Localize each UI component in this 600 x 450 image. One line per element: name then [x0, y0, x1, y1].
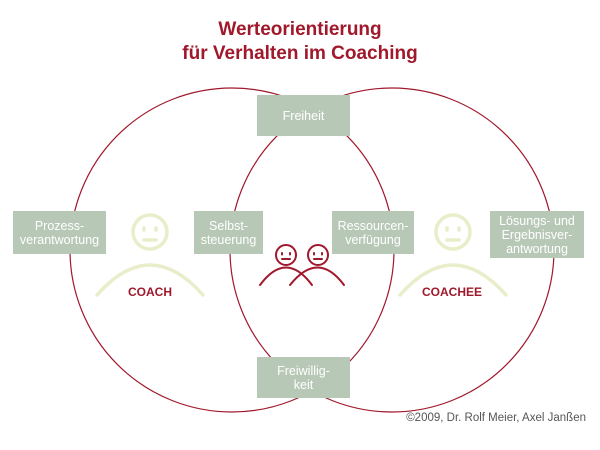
- loesung-label-line-1: Lösungs- und: [499, 213, 575, 228]
- freiwillig-label-line-1: Freiwillig-: [277, 363, 330, 378]
- freiwillig-label-line-2: keit: [293, 377, 314, 392]
- title-line-2: für Verhalten im Coaching: [182, 43, 418, 64]
- coachee-figure-icon: [398, 213, 508, 297]
- title-line-1: Werteorientierung: [218, 19, 382, 40]
- prozessverantwortung-box: Prozess- verantwortung: [13, 211, 106, 254]
- ressourcen-label-line-1: Ressourcen-: [337, 218, 409, 233]
- selbst-label-line-2: steuerung: [200, 232, 257, 247]
- coach-label: COACH: [128, 285, 172, 299]
- selbst-label-line-1: Selbst-: [209, 218, 248, 233]
- loesung-label-line-2: Ergebnisver-: [501, 227, 573, 242]
- coach-figure-icon: [95, 213, 205, 297]
- ressourcenverfuegung-box: Ressourcen- verfügung: [332, 211, 414, 254]
- coachee-label: COACHEE: [421, 285, 482, 299]
- ressourcen-label-line-2: verfügung: [345, 232, 401, 247]
- prozess-label-line-1: Prozess-: [34, 218, 85, 233]
- pair-figure-icon: [259, 244, 345, 286]
- freiheit-label: Freiheit: [282, 108, 325, 123]
- freiheit-box: Freiheit: [257, 95, 350, 136]
- prozess-label-line-2: verantwortung: [19, 232, 100, 247]
- loesungs-ergebnisverantwortung-box: Lösungs- und Ergebnisver- antwortung: [490, 211, 584, 258]
- selbststeuerung-box: Selbst- steuerung: [194, 211, 263, 254]
- freiwilligkeit-box: Freiwillig- keit: [257, 357, 350, 398]
- loesung-label-line-3: antwortung: [506, 241, 568, 256]
- copyright-notice: ©2009, Dr. Rolf Meier, Axel Janßen: [406, 412, 586, 424]
